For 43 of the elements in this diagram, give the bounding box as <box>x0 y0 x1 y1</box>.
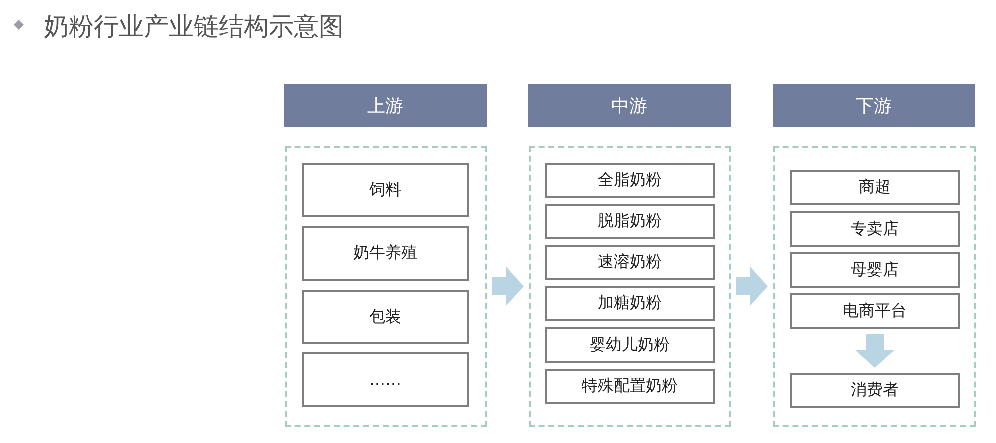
process-box <box>790 293 960 329</box>
stage-header <box>528 84 731 127</box>
node-label: 婴幼儿奶粉 <box>590 334 670 356</box>
node-label: 专卖店 <box>851 218 899 240</box>
process-box <box>545 204 715 239</box>
node-label: 加糖奶粉 <box>598 293 662 314</box>
dashed-group-frame <box>285 146 487 427</box>
process-box <box>302 290 469 344</box>
node-label: …… <box>370 370 402 389</box>
node-label: 商超 <box>859 177 891 198</box>
process-box <box>545 369 715 404</box>
process-box <box>545 163 715 198</box>
process-box <box>302 226 469 281</box>
process-box <box>545 245 715 280</box>
process-box <box>790 373 960 408</box>
block-arrow <box>736 266 768 306</box>
process-box <box>545 286 715 321</box>
diagram-title: 奶粉行业产业链结构示意图 <box>44 11 344 43</box>
node-label: 包装 <box>370 306 402 328</box>
dashed-group-frame <box>773 146 976 427</box>
process-box <box>545 327 715 363</box>
node-label: 上游 <box>368 94 404 118</box>
block-arrow <box>855 334 895 368</box>
node-label: 消费者 <box>851 380 899 401</box>
dashed-group-frame <box>529 146 731 427</box>
node-label: 全脂奶粉 <box>598 170 662 191</box>
node-label: 奶牛养殖 <box>354 243 418 264</box>
block-arrow <box>492 266 524 306</box>
process-box <box>302 163 469 217</box>
node-label: 饲料 <box>370 180 402 200</box>
process-box <box>302 352 469 407</box>
node-label: 速溶奶粉 <box>598 252 662 273</box>
node-label: 下游 <box>856 94 892 118</box>
node-label: 母婴店 <box>851 260 899 280</box>
process-box <box>790 170 960 205</box>
process-box <box>790 252 960 288</box>
node-label: 特殊配置奶粉 <box>582 376 678 397</box>
stage-header <box>773 84 975 127</box>
process-box <box>790 211 960 247</box>
node-label: 电商平台 <box>843 300 907 322</box>
stage-header <box>284 84 487 127</box>
node-label: 脱脂奶粉 <box>598 211 662 232</box>
node-label: 中游 <box>612 94 648 118</box>
